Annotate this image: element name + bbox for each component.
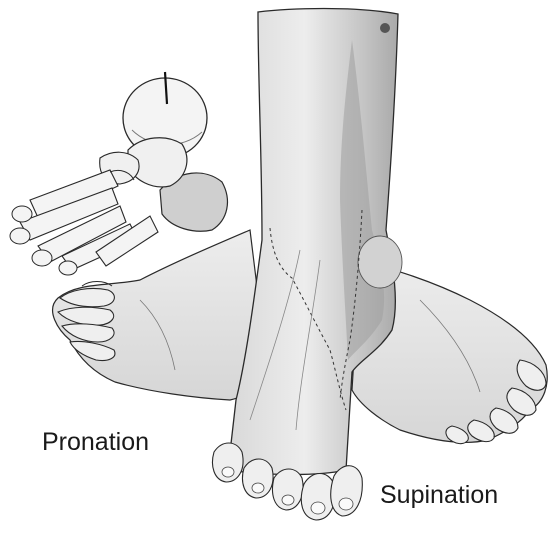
skeleton-foot [10, 72, 227, 275]
pronation-label: Pronation [42, 430, 149, 455]
supination-label: Supination [380, 483, 498, 508]
